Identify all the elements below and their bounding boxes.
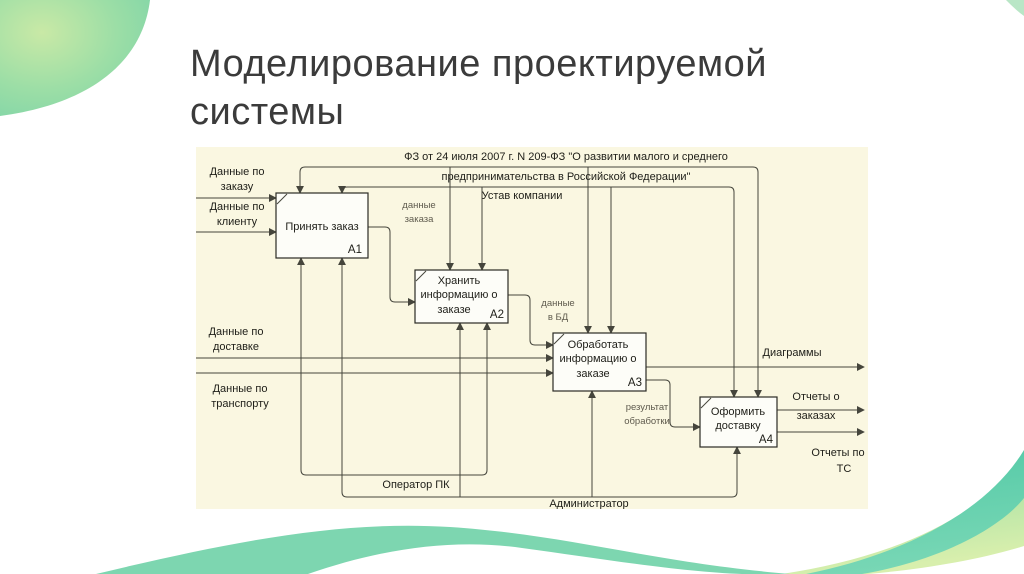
box-a2-label-line2: информацию о — [420, 289, 497, 301]
flow-processing-result-label-line2: обработки — [624, 416, 670, 427]
box-a1-corner-fold — [276, 193, 288, 205]
input-transport-label-line2: транспорту — [211, 398, 269, 410]
box-a3-label-line2: информацию о — [559, 353, 636, 365]
page-title: Моделирование проектируемой системы — [190, 40, 767, 136]
control-law-label-line1: ФЗ от 24 июля 2007 г. N 209-ФЗ "О развит… — [404, 151, 728, 163]
control-charter-line — [338, 185, 738, 398]
box-a2-label-line3: заказе — [437, 304, 470, 316]
box-a4-id: A4 — [759, 434, 774, 446]
top-right-sliver — [1006, 0, 1024, 16]
input-order-label-line2: заказу — [221, 181, 254, 193]
output-vehicle-reports-label-line2: ТС — [837, 463, 852, 475]
box-a2-id: A2 — [490, 309, 504, 321]
flow-a1-a2 — [368, 226, 416, 306]
mechanism-admin-label: Администратор — [549, 498, 628, 509]
output-diagrams-label: Диаграммы — [763, 347, 822, 359]
box-a4-corner-fold — [700, 397, 712, 409]
box-a3-label-line1: Обработать — [568, 339, 629, 351]
flow-processing-result-label-line1: результат — [626, 402, 669, 413]
input-client-label-line1: Данные по — [210, 201, 265, 213]
input-delivery-label-line1: Данные по — [209, 326, 264, 338]
bottom-right-white-corner — [868, 546, 1024, 574]
box-a3-label-line3: заказе — [576, 368, 609, 380]
page-title-line2: системы — [190, 91, 345, 133]
top-left-blob — [0, 0, 150, 116]
flow-db-data-label-line2: в БД — [548, 312, 569, 323]
box-a4-label-line2: доставку — [715, 420, 761, 432]
box-a3-id: A3 — [628, 377, 642, 389]
box-a3-corner-fold — [553, 333, 565, 345]
bottom-right-light-wave — [782, 452, 1024, 574]
bottom-right-teal-swoosh — [806, 450, 1024, 574]
idef0-box-a1: Принять заказ A1 — [275, 192, 369, 259]
mechanism-operator-line — [297, 257, 491, 476]
box-a2-corner-fold — [415, 270, 427, 282]
control-law-label-line2: предпринимательства в Российской Федерац… — [442, 171, 691, 183]
control-law-line — [296, 166, 762, 398]
bottom-left-white-wedge — [308, 544, 742, 574]
flow-order-data-label-line2: заказа — [405, 214, 435, 225]
idef0-box-a4: Оформить доставку A4 — [699, 396, 778, 448]
idef0-diagram: Принять заказ A1 Хранить информацию о за… — [196, 147, 868, 509]
flow-db-data-label-line1: данные — [541, 298, 574, 309]
output-order-reports-label-line1: Отчеты о — [792, 391, 839, 403]
box-a2-label-line1: Хранить — [438, 275, 481, 287]
input-order-label-line1: Данные по — [210, 166, 265, 178]
page-title-line1: Моделирование проектируемой — [190, 43, 767, 85]
output-order-reports-label-line2: заказах — [797, 410, 836, 422]
input-transport-label-line1: Данные по — [213, 383, 268, 395]
input-client-label-line2: клиенту — [217, 216, 258, 228]
mechanism-admin-line — [338, 257, 741, 498]
box-a1-label: Принять заказ — [285, 221, 358, 233]
output-vehicle-reports-label-line1: Отчеты по — [811, 447, 864, 459]
input-delivery-label-line2: доставке — [213, 341, 259, 353]
flow-order-data-label-line1: данные — [402, 200, 435, 211]
box-a4-label-line1: Оформить — [711, 406, 766, 418]
control-charter-label: Устав компании — [482, 190, 563, 202]
idef0-box-a2: Хранить информацию о заказе A2 — [414, 269, 509, 324]
idef0-box-a3: Обработать информацию о заказе A3 — [552, 332, 647, 392]
box-a1-id: A1 — [348, 244, 362, 256]
mechanism-operator-label: Оператор ПК — [382, 479, 450, 491]
